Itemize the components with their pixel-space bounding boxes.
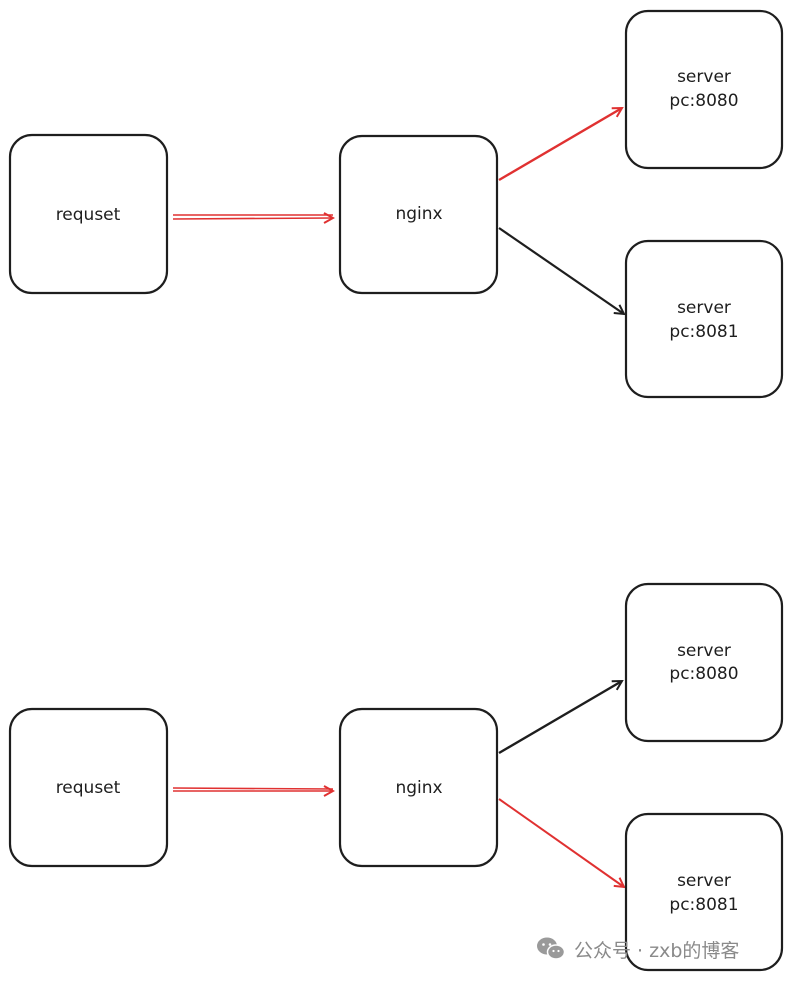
server-box xyxy=(624,812,784,972)
wechat-icon xyxy=(537,937,566,960)
server-box xyxy=(624,582,784,743)
server-box xyxy=(624,9,784,170)
edge-nginx-to-server-8080 xyxy=(498,681,622,755)
server-name: server xyxy=(677,298,731,318)
nginx-node: nginx xyxy=(338,134,499,295)
edge-request-to-nginx xyxy=(172,215,333,219)
server-name: server xyxy=(677,871,731,891)
server-address: pc:8081 xyxy=(669,895,738,915)
request-label: requset xyxy=(56,778,121,798)
server-node-8081: server pc:8081 xyxy=(624,239,784,399)
edge-nginx-to-server-8081 xyxy=(498,227,624,314)
server-node-8081: server pc:8081 xyxy=(624,812,784,972)
server-address: pc:8080 xyxy=(669,664,738,684)
nginx-box xyxy=(338,134,499,295)
server-address: pc:8081 xyxy=(669,322,738,342)
server-node-8080: server pc:8080 xyxy=(624,582,784,743)
edge-request-to-nginx xyxy=(172,788,333,791)
server-name: server xyxy=(677,67,731,87)
diagram-1: requset nginx server pc:8080 server pc:8… xyxy=(8,9,784,399)
edge-nginx-to-server-8081 xyxy=(498,798,624,887)
server-address: pc:8080 xyxy=(669,91,738,111)
server-node-8080: server pc:8080 xyxy=(624,9,784,170)
watermark-text: 公众号 · zxb的博客 xyxy=(574,939,740,962)
request-box xyxy=(8,133,169,295)
server-name: server xyxy=(677,641,731,661)
request-node: requset xyxy=(8,133,169,295)
diagram-2: requset nginx server pc:8080 server pc:8… xyxy=(8,582,784,972)
nginx-box xyxy=(338,707,499,868)
request-node: requset xyxy=(8,707,169,868)
watermark: 公众号 · zxb的博客 xyxy=(536,934,739,964)
request-box xyxy=(8,707,169,868)
server-box xyxy=(624,239,784,399)
nginx-label: nginx xyxy=(395,778,442,798)
edge-nginx-to-server-8080 xyxy=(498,108,622,182)
nginx-node: nginx xyxy=(338,707,499,868)
request-label: requset xyxy=(56,205,121,225)
nginx-label: nginx xyxy=(395,204,442,224)
